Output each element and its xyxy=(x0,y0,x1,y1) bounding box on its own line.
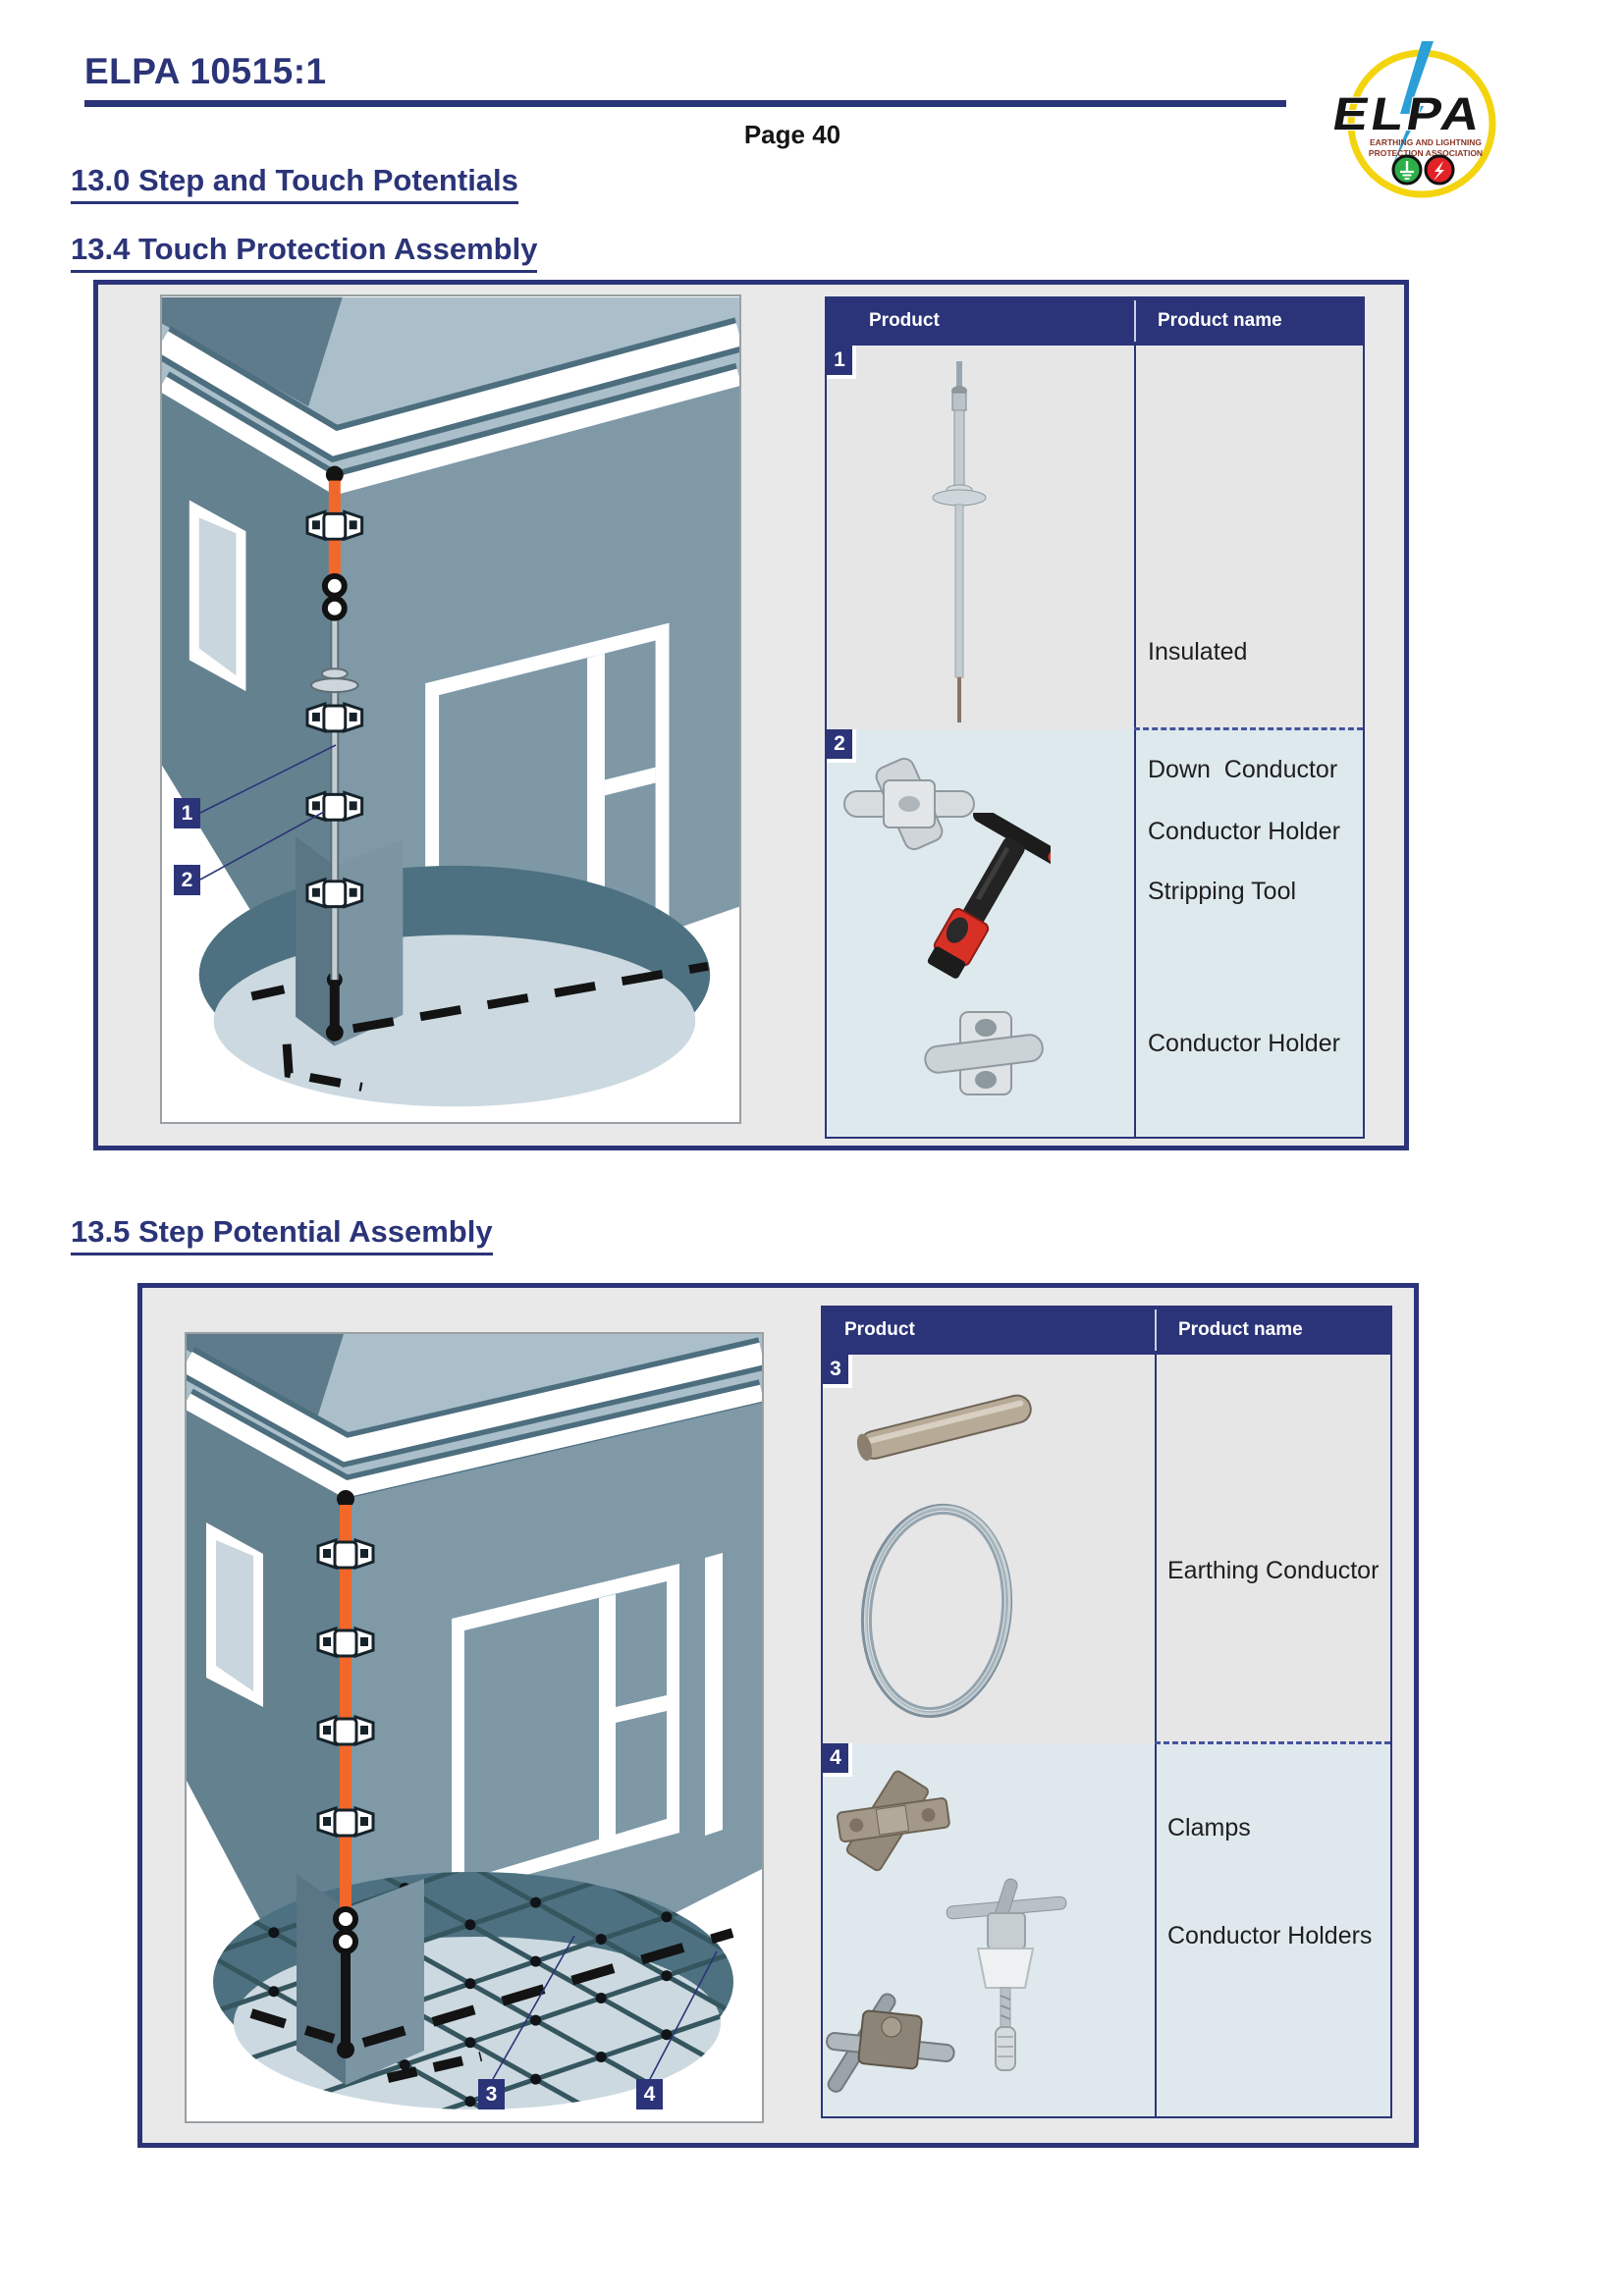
wire-coil-photo xyxy=(860,1503,1013,1719)
product-name: Conductor Holder xyxy=(1148,818,1340,845)
logo-earth-icon xyxy=(1391,154,1423,186)
touch-protection-illustration xyxy=(152,296,744,1107)
insulated-down-conductor-line xyxy=(340,1505,352,1908)
column-divider xyxy=(1155,1355,1157,2116)
product-name: Clamps xyxy=(1167,1814,1251,1842)
column-header-product-name: Product name xyxy=(1158,310,1282,331)
callout-badge-2: 2 xyxy=(174,865,200,895)
touch-illustration-panel xyxy=(152,294,744,1124)
conductor-holder-2-photo xyxy=(924,1011,1044,1095)
column-header-product-name: Product name xyxy=(1178,1319,1303,1340)
figure-step-potential: 3 4 Product Product name 3 4 xyxy=(137,1283,1419,2148)
step-potential-illustration xyxy=(178,1334,766,2109)
header-divider xyxy=(1134,300,1136,342)
logo-brand-text: ELPA xyxy=(1331,88,1488,140)
heading-13-4: 13.4 Touch Protection Assembly xyxy=(71,232,538,273)
row-badge-1: 1 xyxy=(827,346,856,379)
page-number: Page 40 xyxy=(743,120,841,149)
callout-badge-1: 1 xyxy=(174,798,200,828)
product-name: Conductor Holder xyxy=(1148,1030,1340,1057)
callout-badge-4: 4 xyxy=(636,2079,663,2109)
column-header-product: Product xyxy=(844,1319,915,1340)
heading-13-0: 13.0 Step and Touch Potentials xyxy=(71,163,518,204)
table-row xyxy=(827,346,1363,729)
cross-clamp-photo xyxy=(836,1770,950,1872)
table-header-row: Product Product name xyxy=(825,296,1365,346)
row-badge-4: 4 xyxy=(823,1743,852,1777)
logo-tagline-1: EARTHING AND LIGHTNING xyxy=(1370,137,1482,147)
wall-plug-holder-photo xyxy=(946,1878,1067,2071)
table-header-row: Product Product name xyxy=(821,1306,1392,1355)
logo-tagline-2: PROTECTION ASSOCIATION xyxy=(1369,148,1483,158)
row-dashed-separator xyxy=(1134,727,1363,730)
logo-flash-icon xyxy=(1424,154,1455,186)
product-name: Stripping Tool xyxy=(1148,878,1297,905)
elpa-logo: ELPA EARTHING AND LIGHTNING PROTECTION A… xyxy=(1331,41,1496,198)
conductor-holder-photo xyxy=(843,757,975,851)
earthing-rod-photo xyxy=(856,1394,1032,1462)
header-divider xyxy=(1155,1309,1157,1351)
table-body: 3 4 xyxy=(821,1355,1392,2118)
stripping-tool-photo xyxy=(927,813,1051,979)
row-dashed-separator xyxy=(1155,1741,1390,1744)
product-name: Insulated Down Conductor xyxy=(1148,638,1338,783)
cross-clamp-2-photo xyxy=(826,1993,955,2093)
heading-13-5: 13.5 Step Potential Assembly xyxy=(71,1214,493,1255)
product-name: Conductor Holders xyxy=(1167,1922,1373,1949)
product-table-step: Product Product name 3 4 xyxy=(821,1306,1392,2118)
figure-touch-protection: 1 2 Product Product name 1 2 xyxy=(93,280,1409,1150)
callout-badge-3: 3 xyxy=(478,2079,505,2109)
column-divider xyxy=(1134,346,1136,1137)
row-badge-3: 3 xyxy=(823,1355,852,1388)
doc-code: ELPA 10515:1 xyxy=(84,51,327,91)
header-rule xyxy=(84,100,1286,107)
step-illustration-panel xyxy=(178,1332,766,2123)
product-table-touch: Product Product name 1 2 xyxy=(825,296,1365,1139)
table-body: 1 2 xyxy=(825,346,1365,1139)
product-name: Earthing Conductor xyxy=(1167,1557,1380,1584)
insulated-down-conductor-photo xyxy=(932,361,987,722)
column-header-product: Product xyxy=(869,310,940,331)
row-badge-2: 2 xyxy=(827,729,856,763)
